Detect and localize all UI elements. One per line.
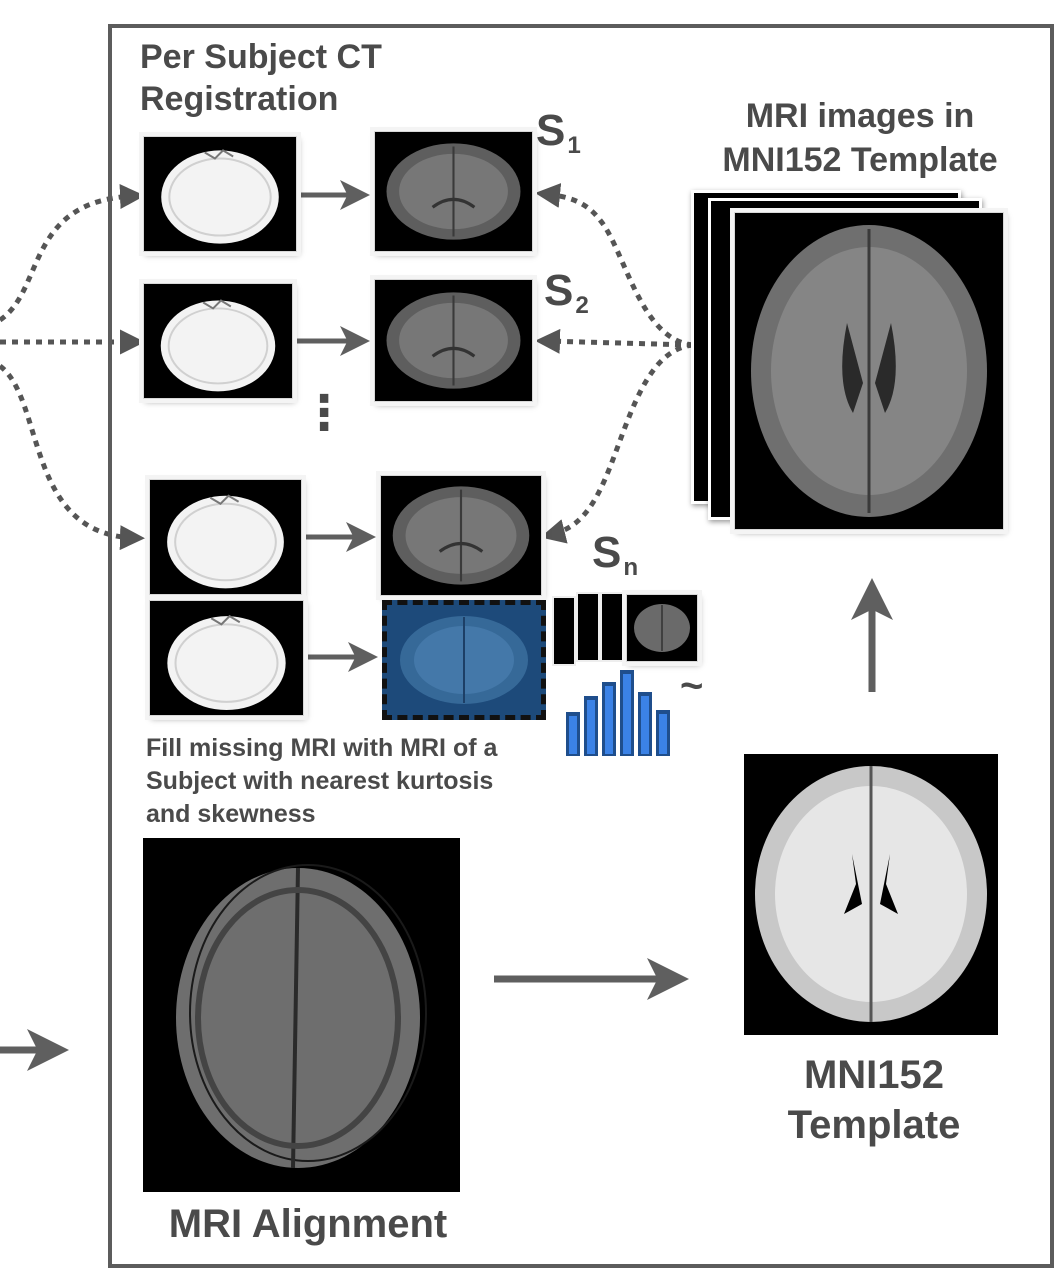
ct-image-subject-1 [143,136,297,252]
pipeline-frame [108,24,1054,1268]
mri-alignment-label: MRI Alignment [168,1202,448,1246]
subject-letter: S [544,266,574,315]
ellipsis-vertical: ⋮ [300,387,348,440]
candidate-thumb-main [626,594,698,662]
mri-in-template-title: MRI images in MNI152 Template [700,94,1020,182]
subject-letter: S [536,106,566,155]
mri-in-template-line1: MRI images in [745,97,975,135]
fill-missing-line2: Subject with nearest kurtosis [146,767,494,795]
mni152-template-label: MNI152 Template [744,1050,1004,1150]
ct-registration-line2: Registration [140,80,339,118]
mri-in-template-image [734,212,1004,530]
mri-in-template-line2: MNI152 Template [722,141,998,179]
ct-image-subject-2 [143,283,293,399]
dotted-arrow-to-s2 [535,328,694,354]
ct-image-missing-mri [149,600,304,716]
ct-registration-title: Per Subject CT Registration [140,36,382,120]
dotted-arrow-to-ct-1 [0,184,145,323]
subject-index: 1 [567,132,581,160]
similarity-tilde: ~ [680,664,704,708]
subject-letter: S [592,528,622,577]
dotted-arrow-to-ct-n [0,364,145,551]
ct-image-subject-n [149,479,302,595]
candidate-thumb-2 [576,592,600,662]
fill-missing-caption: Fill missing MRI with MRI of a Subject w… [146,732,497,831]
mri-image-subject-n [380,475,542,596]
filled-missing-mri [382,600,546,720]
fill-missing-line3: and skewness [146,800,316,828]
candidate-thumb-1 [552,596,576,666]
histogram-icon [566,670,670,756]
fill-missing-line1: Fill missing MRI with MRI of a [146,734,498,762]
subject-index: n [623,554,639,582]
dotted-arrow-to-s1 [535,183,694,348]
mri-image-subject-2 [374,279,533,402]
ct-registration-line1: Per Subject CT [140,38,382,76]
mni152-template-image [744,754,998,1035]
mni152-template-line1: MNI152 [803,1053,945,1097]
mri-image-subject-1 [374,131,533,252]
subject-label-1: S1 [536,106,581,160]
dotted-arrow-to-sn [540,342,694,544]
mni152-template-line2: Template [787,1103,961,1147]
mri-alignment-image [143,838,460,1192]
subject-label-2: S2 [544,266,589,320]
subject-index: 2 [575,292,589,320]
candidate-thumb-3 [600,592,624,662]
subject-label-n: Sn [592,528,638,582]
